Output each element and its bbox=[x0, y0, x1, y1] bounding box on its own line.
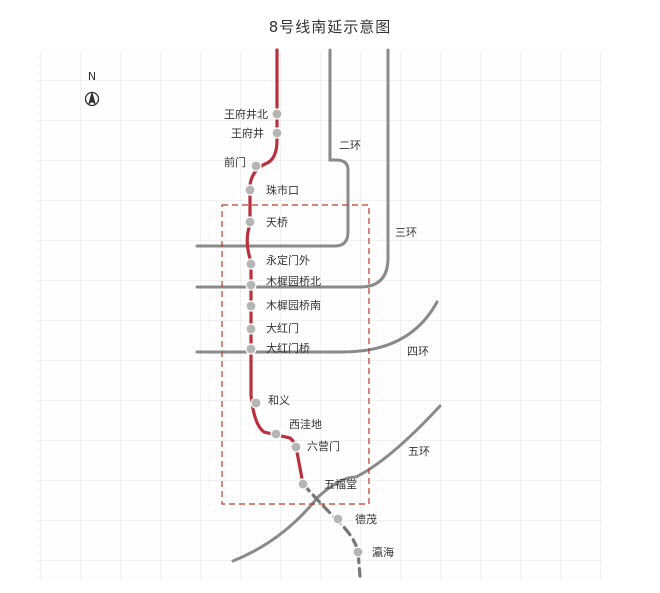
station-dot-zhushikou[interactable] bbox=[244, 184, 256, 196]
road-ring4 bbox=[195, 300, 439, 354]
station-label-muxiyuanqiaobei: 木樨园桥北 bbox=[266, 274, 321, 288]
station-dot-demao[interactable] bbox=[332, 513, 344, 525]
line-8-existing-route bbox=[245, 48, 305, 486]
station-dot-wangfujingbei[interactable] bbox=[271, 108, 283, 120]
station-dot-qianmen[interactable] bbox=[250, 160, 262, 172]
station-label-wufutang: 五福堂 bbox=[324, 477, 357, 491]
station-label-xiwadi: 西洼地 bbox=[289, 417, 322, 431]
station-label-yongdingmenwai: 永定门外 bbox=[266, 253, 310, 267]
road-label-ring3: 三环 bbox=[395, 226, 417, 239]
extension-study-area bbox=[221, 204, 370, 505]
station-label-tianqiao: 天桥 bbox=[266, 216, 288, 229]
station-dot-wangfujing[interactable] bbox=[271, 127, 283, 139]
station-dot-yongdingmenwai[interactable] bbox=[245, 258, 257, 270]
station-label-dahongmen: 大红门 bbox=[266, 321, 299, 335]
station-label-yinghai: 瀛海 bbox=[372, 545, 394, 559]
station-dot-heyi[interactable] bbox=[250, 397, 262, 409]
station-label-zhushikou: 珠市口 bbox=[266, 183, 299, 197]
station-label-liuyingmen: 六营门 bbox=[307, 439, 340, 453]
road-ring5 bbox=[231, 404, 442, 563]
station-label-dahongmenqiao: 大红门桥 bbox=[266, 341, 310, 355]
station-dot-xiwadi[interactable] bbox=[270, 428, 282, 440]
station-label-demao: 德茂 bbox=[355, 512, 377, 526]
map-grid bbox=[36, 52, 602, 580]
station-label-wangfujingbei: 王府井北 bbox=[224, 107, 268, 121]
road-label-ring5: 五环 bbox=[408, 445, 430, 458]
station-dot-liuyingmen[interactable] bbox=[290, 441, 302, 453]
road-label-ring2: 二环 bbox=[339, 139, 361, 152]
station-dot-dahongmenqiao[interactable] bbox=[245, 343, 257, 355]
station-label-heyi: 和义 bbox=[268, 394, 290, 407]
north-arrow-icon: N bbox=[84, 70, 100, 107]
road-label-ring4: 四环 bbox=[407, 345, 429, 358]
station-label-qianmen: 前门 bbox=[224, 155, 246, 169]
station-dot-yinghai[interactable] bbox=[352, 546, 364, 558]
north-label: N bbox=[88, 70, 96, 83]
station-label-muxiyuanqiaonan: 木樨园桥南 bbox=[266, 298, 321, 312]
station-dot-dahongmen[interactable] bbox=[245, 323, 257, 335]
map-title: 8号线南延示意图 bbox=[268, 18, 392, 36]
road-ring2 bbox=[195, 48, 350, 248]
station-dot-muxiyuanqiaobei[interactable] bbox=[245, 279, 257, 291]
station-dot-wufutang[interactable] bbox=[297, 478, 309, 490]
station-dot-muxiyuanqiaonan[interactable] bbox=[245, 300, 257, 312]
station-label-wangfujing: 王府井 bbox=[231, 126, 264, 140]
road-ring3 bbox=[195, 48, 390, 289]
station-dot-tianqiao[interactable] bbox=[244, 216, 256, 228]
